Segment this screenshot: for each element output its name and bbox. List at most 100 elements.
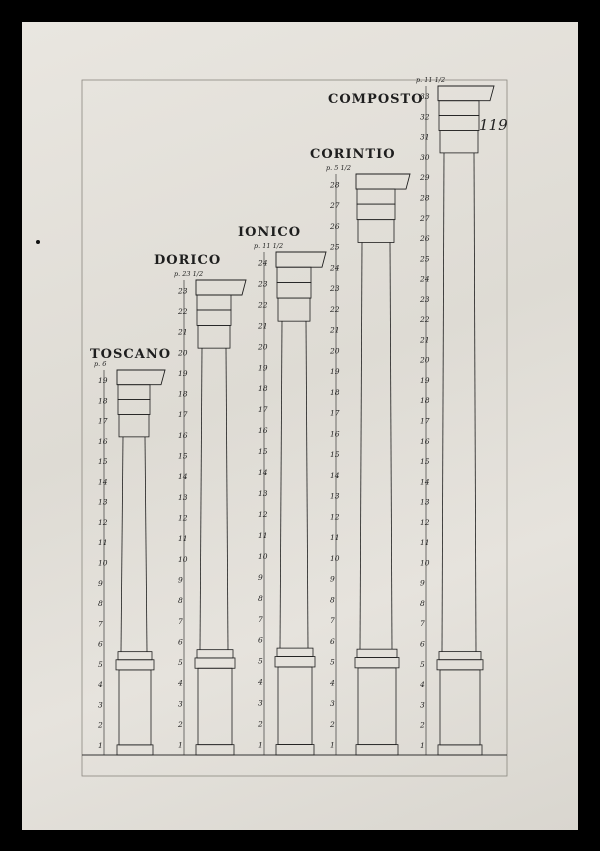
column-capital-ionico [277, 297, 311, 322]
scale-tick-ionico: 2 [257, 720, 263, 729]
scale-tick-corintio: 19 [330, 367, 340, 376]
scale-tick-ionico: 12 [258, 510, 268, 519]
plate-border [81, 79, 508, 777]
cornice-toscano [116, 369, 166, 386]
column-shaft-right-ionico [305, 321, 309, 649]
scale-tick-ionico: 21 [257, 321, 268, 330]
scale-tick-ionico: 3 [258, 699, 263, 708]
column-base-ionico [276, 647, 314, 657]
scale-tick-composto: 20 [419, 356, 430, 365]
scale-tick-composto: 6 [420, 640, 425, 649]
scale-tick-composto: 24 [419, 275, 430, 284]
column-shaft-right-corintio [389, 242, 393, 650]
scale-tick-composto: 32 [420, 112, 430, 121]
scale-tick-corintio: 1 [330, 741, 335, 750]
scale-tick-dorico: 2 [177, 720, 183, 729]
scale-tick-composto: 1 [420, 741, 425, 750]
scale-tick-corintio: 24 [329, 263, 340, 272]
scale-tick-toscano: 2 [97, 721, 103, 730]
scale-tick-ionico: 8 [258, 594, 263, 603]
scale-tick-composto: 11 [420, 538, 430, 547]
scale-tick-dorico: 4 [177, 679, 183, 688]
column-shaft-right-composto [473, 152, 477, 652]
scale-tick-toscano: 10 [98, 559, 108, 568]
scale-tick-ionico: 1 [258, 741, 263, 750]
scale-tick-ionico: 7 [258, 615, 263, 624]
scale-tick-dorico: 9 [178, 575, 183, 584]
frieze-ionico [276, 266, 312, 283]
order-title-toscano: TOSCANO [90, 347, 172, 362]
scale-label-corintio: p. 5 1/2 [326, 164, 351, 172]
scale-tick-ionico: 11 [258, 531, 268, 540]
scale-tick-ionico: 17 [258, 405, 268, 414]
scale-tick-composto: 16 [420, 437, 430, 446]
scale-tick-corintio: 25 [329, 243, 340, 252]
pedestal-cornice-composto [436, 659, 484, 671]
column-capital-corintio [357, 219, 395, 243]
scale-tick-dorico: 1 [178, 741, 183, 750]
scale-tick-corintio: 5 [330, 658, 335, 667]
scale-tick-composto: 10 [420, 558, 430, 567]
pedestal-cornice-ionico [274, 656, 316, 668]
frieze-corintio [356, 188, 396, 205]
scale-tick-ionico: 5 [258, 657, 263, 666]
scale-tick-dorico: 7 [178, 617, 183, 626]
scale-tick-composto: 21 [419, 335, 430, 344]
scale-tick-dorico: 13 [178, 493, 188, 502]
architrave-composto [438, 115, 480, 131]
scale-tick-ionico: 10 [258, 552, 268, 561]
pedestal-cornice-toscano [115, 659, 155, 671]
scale-tick-dorico: 10 [178, 555, 188, 564]
column-base-dorico [196, 649, 234, 659]
cornice-ionico [275, 251, 327, 268]
scale-tick-toscano: 3 [98, 700, 103, 709]
order-title-corintio: CORINTIO [310, 147, 396, 162]
scale-tick-composto: 33 [420, 92, 430, 101]
frieze-composto [438, 100, 480, 116]
frieze-dorico [196, 294, 232, 311]
column-base-composto [438, 651, 482, 661]
scale-tick-ionico: 14 [258, 468, 268, 477]
column-shaft-right-toscano [144, 436, 148, 652]
scale-tick-ionico: 18 [258, 384, 268, 393]
scale-tick-ionico: 4 [257, 678, 263, 687]
scale-tick-toscano: 11 [98, 538, 108, 547]
scale-tick-corintio: 13 [330, 492, 340, 501]
pedestal-cornice-corintio [354, 657, 400, 669]
scale-tick-dorico: 6 [178, 637, 183, 646]
column-base-corintio [356, 648, 398, 658]
scale-label-dorico: p. 23 1/2 [174, 270, 203, 278]
scale-tick-ionico: 16 [258, 426, 268, 435]
scale-tick-toscano: 4 [97, 680, 103, 689]
pedestal-cornice-dorico [194, 657, 236, 669]
scale-tick-composto: 12 [420, 518, 430, 527]
scale-tick-toscano: 12 [98, 518, 108, 527]
pedestal-plinth-toscano [116, 744, 154, 756]
column-shaft-left-ionico [279, 321, 283, 649]
scale-tick-composto: 28 [419, 194, 430, 203]
column-capital-composto [439, 130, 479, 154]
scale-tick-ionico: 6 [258, 636, 263, 645]
scale-tick-composto: 9 [420, 579, 425, 588]
scale-tick-dorico: 19 [178, 369, 188, 378]
scale-tick-corintio: 2 [329, 720, 335, 729]
scale-label-ionico: p. 11 1/2 [254, 242, 283, 250]
scale-tick-ionico: 9 [258, 573, 263, 582]
scale-tick-composto: 18 [420, 396, 430, 405]
scale-tick-corintio: 20 [329, 346, 340, 355]
scale-tick-dorico: 21 [177, 328, 188, 337]
scale-tick-toscano: 9 [98, 579, 103, 588]
scale-tick-dorico: 20 [177, 348, 188, 357]
scale-tick-toscano: 5 [98, 660, 103, 669]
scale-tick-corintio: 28 [329, 180, 340, 189]
scale-tick-composto: 7 [420, 619, 425, 628]
scale-tick-composto: 30 [420, 153, 430, 162]
scale-tick-corintio: 9 [330, 575, 335, 584]
scale-tick-dorico: 15 [178, 452, 188, 461]
scale-tick-toscano: 13 [98, 498, 108, 507]
scale-tick-composto: 23 [419, 295, 430, 304]
scale-tick-dorico: 8 [178, 596, 183, 605]
architrave-corintio [356, 203, 396, 221]
